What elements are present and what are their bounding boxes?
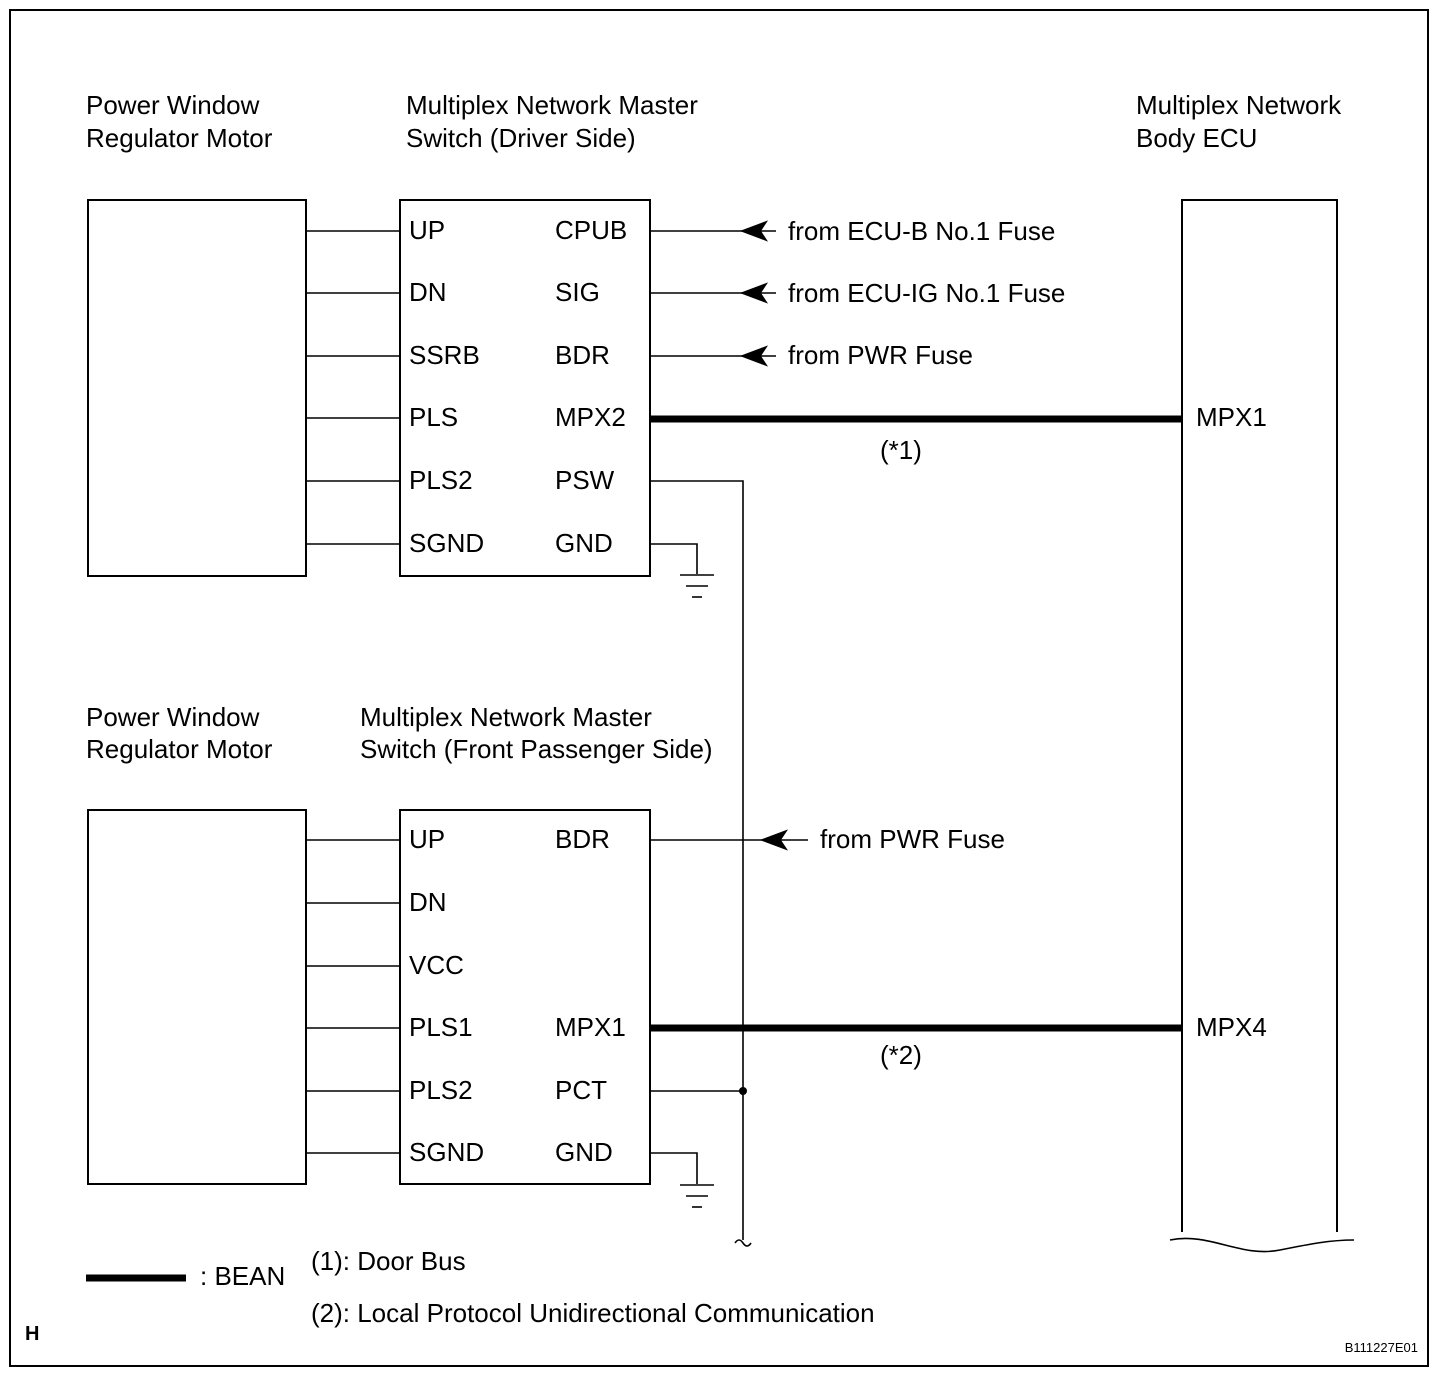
bottom-switch-title-line2: Switch (Front Passenger Side) (360, 734, 713, 764)
bottom-switch-box (399, 809, 651, 1185)
legend-note-local-protocol: (2): Local Protocol Unidirectional Commu… (311, 1298, 875, 1328)
bottom-pin-mpx1: MPX1 (555, 1012, 626, 1042)
ecu-title-line1: Multiplex Network (1136, 90, 1342, 120)
bottom-bus-note: (*2) (880, 1040, 922, 1070)
top-switch-box (399, 199, 651, 577)
figure-code: B111227E01 (1345, 1340, 1418, 1355)
psw-pct-wire (650, 480, 744, 1240)
feed-arrow-icon (759, 829, 789, 851)
top-pin-bdr: BDR (555, 340, 610, 370)
ecu-pin-mpx4: MPX4 (1196, 1012, 1267, 1042)
bottom-feed-wire (650, 829, 808, 851)
top-pin-up: UP (409, 215, 445, 245)
top-feed-pwr: from PWR Fuse (788, 340, 973, 370)
bottom-pin-pls2: PLS2 (409, 1075, 473, 1105)
top-switch-title-line2: Switch (Driver Side) (406, 123, 636, 153)
feed-arrow-icon (739, 345, 769, 367)
bottom-pin-up: UP (409, 824, 445, 854)
bottom-pin-dn: DN (409, 887, 447, 917)
bottom-motor-title-line1: Power Window (86, 702, 260, 732)
ecu-break-icon (1169, 1237, 1355, 1253)
top-pin-cpub: CPUB (555, 215, 627, 245)
top-feed-wires (650, 220, 776, 367)
bottom-ground-icon (650, 1152, 714, 1208)
top-motor-wires (306, 230, 400, 545)
top-bus-note: (*1) (880, 435, 922, 465)
feed-arrow-icon (739, 220, 769, 242)
bottom-motor-title-line2: Regulator Motor (86, 734, 273, 764)
top-motor-title-line2: Regulator Motor (86, 123, 273, 153)
bottom-pin-pct: PCT (555, 1075, 607, 1105)
top-feed-ecu-b: from ECU-B No.1 Fuse (788, 216, 1055, 246)
bottom-pin-bdr: BDR (555, 824, 610, 854)
feed-arrow-icon (739, 282, 769, 304)
legend-bean-label: : BEAN (200, 1261, 285, 1291)
ecu-box (1181, 199, 1338, 1232)
top-pin-sig: SIG (555, 277, 600, 307)
legend-note-door-bus: (1): Door Bus (311, 1246, 466, 1276)
top-motor-title-line1: Power Window (86, 90, 260, 120)
top-switch-title-line1: Multiplex Network Master (406, 90, 698, 120)
top-pin-ssrb: SSRB (409, 340, 480, 370)
junction-dot-icon (739, 1087, 747, 1095)
top-pin-psw: PSW (555, 465, 615, 495)
bottom-motor-box (87, 809, 307, 1185)
bottom-motor-wires (306, 839, 400, 1154)
top-ground-icon (650, 543, 714, 598)
ecu-title-line2: Body ECU (1136, 123, 1257, 153)
top-pin-gnd: GND (555, 528, 613, 558)
bottom-switch-title-line1: Multiplex Network Master (360, 702, 652, 732)
bottom-pin-sgnd: SGND (409, 1137, 484, 1167)
top-pin-pls: PLS (409, 402, 458, 432)
outer-frame (9, 9, 1429, 1367)
top-pin-pls2: PLS2 (409, 465, 473, 495)
top-pin-sgnd: SGND (409, 528, 484, 558)
top-pin-dn: DN (409, 277, 447, 307)
bottom-feed-pwr: from PWR Fuse (820, 824, 1005, 854)
ecu-pin-mpx1: MPX1 (1196, 402, 1267, 432)
bottom-pin-vcc: VCC (409, 950, 464, 980)
top-feed-ecu-ig: from ECU-IG No.1 Fuse (788, 278, 1065, 308)
wire-break-icon (734, 1239, 752, 1247)
bottom-pin-gnd: GND (555, 1137, 613, 1167)
top-pin-mpx2: MPX2 (555, 402, 626, 432)
top-motor-box (87, 199, 307, 577)
bottom-pin-pls1: PLS1 (409, 1012, 473, 1042)
corner-letter: H (25, 1323, 39, 1345)
